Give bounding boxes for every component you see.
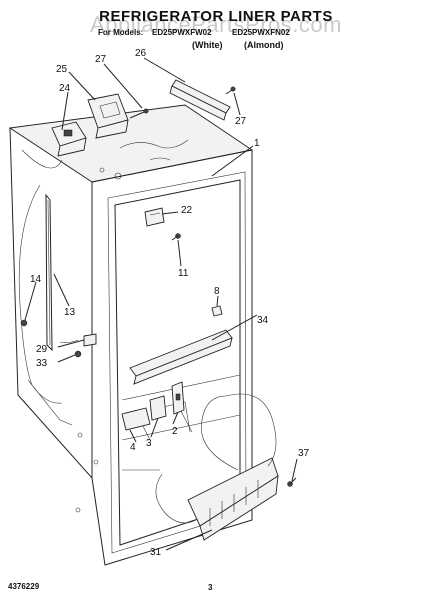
leader-lines (24, 57, 298, 551)
watermark: AppliancePartsPros.com (90, 12, 342, 37)
bracket-part-4 (121, 407, 151, 431)
model-prefix: For Models: (98, 28, 144, 37)
callout-34: 34 (257, 315, 269, 326)
model-number-almond: ED25PWXFN02 (232, 28, 290, 37)
screw-part-14 (20, 319, 28, 327)
callout-29: 29 (36, 344, 48, 355)
callout-4: 4 (130, 442, 136, 453)
callout-25: 25 (56, 64, 68, 75)
callout-11: 11 (178, 268, 189, 279)
drawer-cover-part-31 (155, 393, 279, 541)
bracket-part-22 (144, 207, 165, 227)
callout-26: 26 (135, 48, 147, 59)
callout-37: 37 (298, 448, 310, 459)
color-label-white: (White) (192, 40, 223, 50)
callout-33: 33 (36, 358, 48, 369)
callout-1: 1 (254, 138, 260, 149)
callout-27-left: 27 (95, 54, 107, 65)
color-label-almond: (Almond) (244, 40, 284, 50)
bracket-part-3 (149, 395, 167, 421)
callout-14: 14 (30, 274, 42, 285)
control-housing-part-24 (51, 121, 87, 157)
screw-part-11 (171, 233, 181, 241)
document-number: 4376229 (8, 582, 40, 591)
part-callouts: 25 27 26 24 27 1 22 11 14 13 8 34 29 33 … (30, 48, 310, 558)
page-title: REFRIGERATOR LINER PARTS (99, 8, 333, 25)
shelf-support-part-34 (129, 329, 233, 385)
callout-31: 31 (150, 547, 162, 558)
sensor-part-29 (59, 333, 97, 347)
model-number-white: ED25PWXFW02 (152, 28, 212, 37)
callout-2: 2 (172, 426, 178, 437)
page-number: 3 (208, 583, 213, 592)
callout-27-right: 27 (235, 116, 247, 127)
callout-3: 3 (146, 438, 152, 449)
hinge-part-2 (171, 381, 185, 415)
clip-part-33 (74, 350, 82, 358)
callout-24: 24 (59, 83, 71, 94)
clip-part-8 (211, 305, 223, 317)
light-housing-part-25 (87, 93, 129, 139)
top-bracket-part-26 (169, 79, 231, 121)
screw-part-27-right (225, 86, 236, 95)
callout-22: 22 (181, 205, 193, 216)
callout-8: 8 (214, 286, 220, 297)
screw-part-37 (287, 477, 297, 487)
screw-part-27-left (129, 108, 149, 119)
callout-13: 13 (64, 307, 76, 318)
